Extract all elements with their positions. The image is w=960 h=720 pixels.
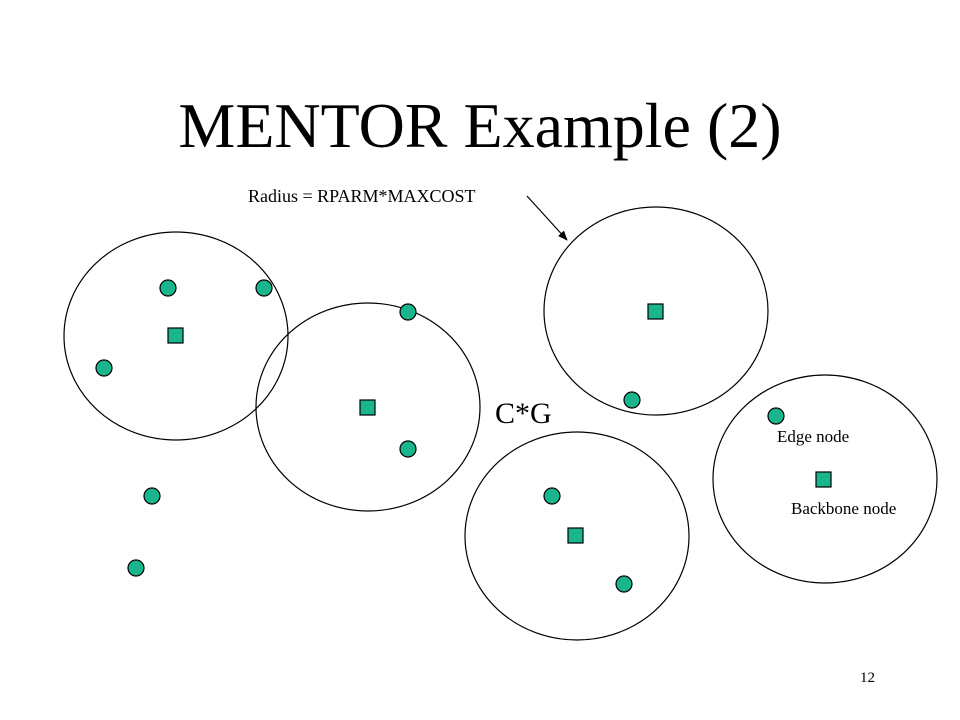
slide-title: MENTOR Example (2) [178,90,782,161]
page-number: 12 [860,670,875,686]
edge-node [95,359,113,377]
backbone-node [167,327,184,344]
radius-circle-2 [255,302,481,512]
edge-node [767,407,785,425]
radius-circle-3 [543,206,769,416]
cluster-label: C*G [495,397,552,430]
radius-label: Radius = RPARM*MAXCOST [248,186,476,206]
edge-node [143,487,161,505]
edge-node [623,391,641,409]
edge-node [255,279,273,297]
edge-node [399,303,417,321]
legend-backbone-node: Backbone node [791,499,896,518]
edge-node [127,559,145,577]
backbone-node [567,527,584,544]
edge-node [615,575,633,593]
backbone-node [359,399,376,416]
edge-node [399,440,417,458]
backbone-node [647,303,664,320]
radius-arrow [526,195,568,241]
edge-node [543,487,561,505]
radius-circle-4 [464,431,690,641]
edge-node [159,279,177,297]
radius-circle-5 [712,374,938,584]
legend-edge-node: Edge node [777,427,849,446]
backbone-node [815,471,832,488]
radius-circle-1 [63,231,289,441]
